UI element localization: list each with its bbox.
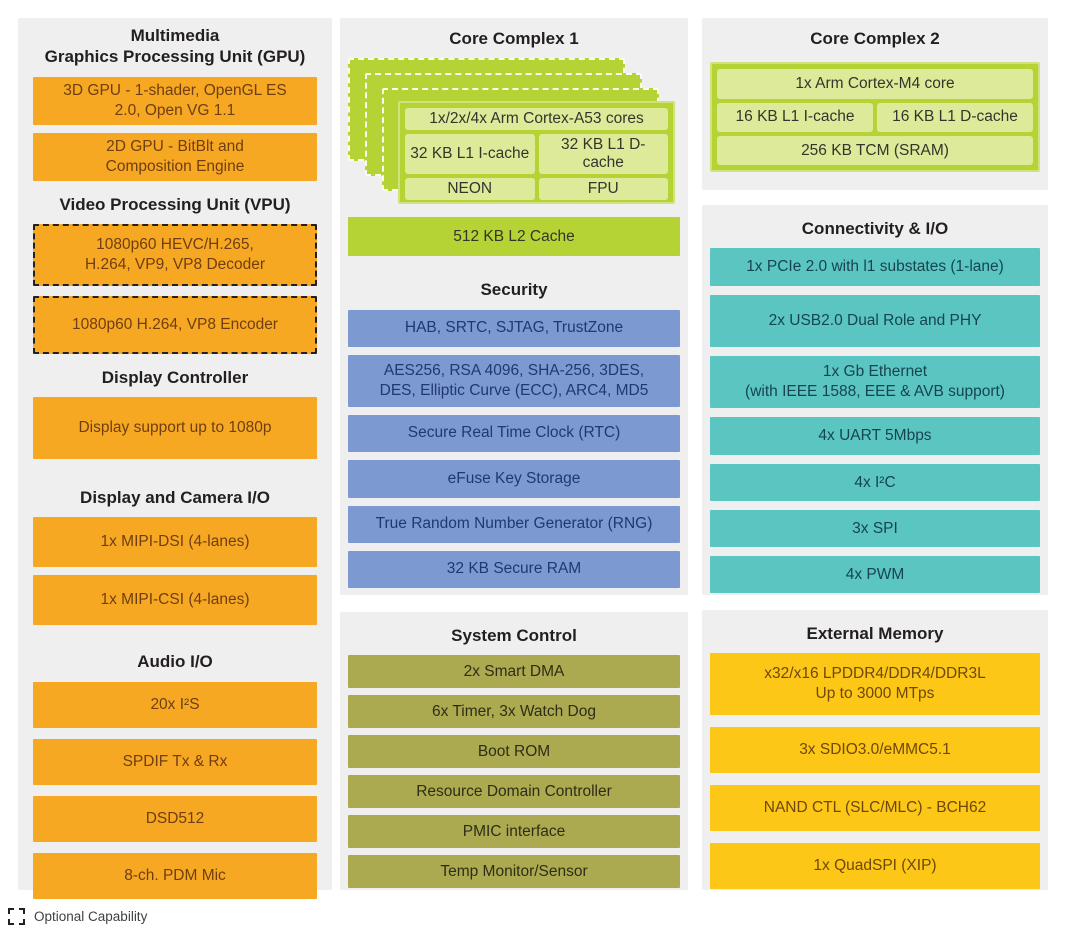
audio-io-blocks: 20x I²S SPDIF Tx & Rx DSD512 8-ch. PDM M… — [33, 681, 317, 899]
column-core1-security-syscontrol: Core Complex 1 1x/2x/4x Arm Cortex-A53 c… — [340, 18, 688, 890]
heading-security: Security — [480, 280, 548, 300]
security-blocks: HAB, SRTC, SJTAG, TrustZone AES256, RSA … — [348, 309, 680, 588]
block-pcie: 1x PCIe 2.0 with l1 substates (1-lane) — [710, 248, 1040, 287]
heading-vpu: Video Processing Unit (VPU) — [59, 194, 291, 214]
column-core2-connectivity-memory: Core Complex 2 1x Arm Cortex-M4 core 16 … — [702, 18, 1048, 890]
block-pwm: 4x PWM — [710, 556, 1040, 594]
block-quadspi: 1x QuadSPI (XIP) — [710, 843, 1040, 890]
block-3d-gpu: 3D GPU - 1-shader, OpenGL ES 2.0, Open V… — [33, 76, 317, 125]
core-complex-1-card: 1x/2x/4x Arm Cortex-A53 cores 32 KB L1 I… — [398, 101, 675, 205]
block-l2-cache: 512 KB L2 Cache — [348, 217, 680, 257]
block-video-decoder: 1080p60 HEVC/H.265, H.264, VP9, VP8 Deco… — [33, 223, 317, 286]
cell-cortex-a53-cores: 1x/2x/4x Arm Cortex-A53 cores — [405, 108, 668, 131]
heading-core-complex-1: Core Complex 1 — [449, 29, 579, 48]
block-crypto: AES256, RSA 4096, SHA-256, 3DES, DES, El… — [348, 354, 680, 407]
block-2d-gpu: 2D GPU - BitBlt and Composition Engine — [33, 132, 317, 181]
heading-core-complex-2: Core Complex 2 — [810, 29, 940, 48]
panel-core-complex-1-security: Core Complex 1 1x/2x/4x Arm Cortex-A53 c… — [340, 18, 688, 595]
heading-system-control: System Control — [451, 626, 577, 645]
vpu-blocks: 1080p60 HEVC/H.265, H.264, VP9, VP8 Deco… — [33, 223, 317, 354]
heading-display-controller: Display Controller — [101, 367, 249, 387]
block-resource-domain-controller: Resource Domain Controller — [348, 775, 680, 809]
legend-optional-capability: Optional Capability — [8, 908, 147, 925]
display-camera-io-blocks: 1x MIPI-DSI (4-lanes) 1x MIPI-CSI (4-lan… — [33, 517, 317, 626]
heading-external-memory: External Memory — [806, 624, 944, 643]
block-hab-srtc: HAB, SRTC, SJTAG, TrustZone — [348, 309, 680, 347]
core-card-row: 1x/2x/4x Arm Cortex-A53 cores — [405, 108, 668, 131]
panel-connectivity-io: Connectivity & I/O 1x PCIe 2.0 with l1 s… — [702, 205, 1048, 595]
cell-l1-dcache: 32 KB L1 D-cache — [538, 134, 668, 175]
cell-m4-dcache: 16 KB L1 D-cache — [877, 102, 1033, 132]
block-i2s: 20x I²S — [33, 681, 317, 728]
block-gb-ethernet: 1x Gb Ethernet (with IEEE 1588, EEE & AV… — [710, 356, 1040, 409]
block-spi: 3x SPI — [710, 510, 1040, 548]
block-dsd512: DSD512 — [33, 795, 317, 842]
block-timer-watchdog: 6x Timer, 3x Watch Dog — [348, 695, 680, 729]
block-lpddr4: x32/x16 LPDDR4/DDR4/DDR3L Up to 3000 MTp… — [710, 653, 1040, 716]
cell-neon: NEON — [405, 178, 535, 201]
column-multimedia: Multimedia Graphics Processing Unit (GPU… — [18, 18, 332, 899]
block-video-encoder: 1080p60 H.264, VP8 Encoder — [33, 295, 317, 354]
heading-connectivity-io: Connectivity & I/O — [801, 219, 949, 238]
panel-system-control: System Control 2x Smart DMA 6x Timer, 3x… — [340, 612, 688, 890]
core-complex-1-stack: 1x/2x/4x Arm Cortex-A53 cores 32 KB L1 I… — [348, 58, 680, 205]
cell-m4-icache: 16 KB L1 I-cache — [717, 102, 873, 132]
core-card-row: 16 KB L1 I-cache 16 KB L1 D-cache — [717, 102, 1033, 132]
display-controller-blocks: Display support up to 1080p — [33, 397, 317, 459]
block-pdm-mic: 8-ch. PDM Mic — [33, 852, 317, 899]
core-complex-2-card: 1x Arm Cortex-M4 core 16 KB L1 I-cache 1… — [710, 62, 1040, 173]
core-card-row: 32 KB L1 I-cache 32 KB L1 D-cache — [405, 134, 668, 175]
block-usb: 2x USB2.0 Dual Role and PHY — [710, 295, 1040, 348]
legend-label: Optional Capability — [34, 909, 148, 924]
heading-multimedia-gpu: Multimedia Graphics Processing Unit (GPU… — [44, 26, 306, 67]
block-smart-dma: 2x Smart DMA — [348, 655, 680, 689]
block-secure-ram: 32 KB Secure RAM — [348, 550, 680, 588]
block-rng: True Random Number Generator (RNG) — [348, 505, 680, 543]
block-secure-rtc: Secure Real Time Clock (RTC) — [348, 414, 680, 452]
panel-core-complex-2: Core Complex 2 1x Arm Cortex-M4 core 16 … — [702, 18, 1048, 190]
optional-capability-swatch-icon — [8, 908, 25, 925]
block-uart: 4x UART 5Mbps — [710, 417, 1040, 456]
gpu-blocks: 3D GPU - 1-shader, OpenGL ES 2.0, Open V… — [33, 76, 317, 181]
heading-audio-io: Audio I/O — [137, 652, 213, 672]
connectivity-blocks: 1x PCIe 2.0 with l1 substates (1-lane) 2… — [710, 248, 1040, 594]
block-pmic-interface: PMIC interface — [348, 815, 680, 849]
core-card-row: 1x Arm Cortex-M4 core — [717, 69, 1033, 99]
block-mipi-csi: 1x MIPI-CSI (4-lanes) — [33, 575, 317, 626]
heading-display-camera-io: Display and Camera I/O — [80, 488, 270, 507]
cell-l1-icache: 32 KB L1 I-cache — [405, 134, 535, 175]
block-boot-rom: Boot ROM — [348, 735, 680, 769]
cell-fpu: FPU — [538, 178, 668, 201]
block-spdif: SPDIF Tx & Rx — [33, 738, 317, 785]
core-card-row: 256 KB TCM (SRAM) — [717, 135, 1033, 166]
cell-tcm-sram: 256 KB TCM (SRAM) — [717, 135, 1033, 166]
block-display-support: Display support up to 1080p — [33, 397, 317, 459]
cell-cortex-m4-core: 1x Arm Cortex-M4 core — [717, 69, 1033, 99]
block-nand-ctl: NAND CTL (SLC/MLC) - BCH62 — [710, 785, 1040, 832]
block-temp-monitor: Temp Monitor/Sensor — [348, 855, 680, 889]
block-efuse: eFuse Key Storage — [348, 459, 680, 498]
system-control-blocks: 2x Smart DMA 6x Timer, 3x Watch Dog Boot… — [348, 655, 680, 889]
panel-multimedia: Multimedia Graphics Processing Unit (GPU… — [18, 18, 332, 899]
block-mipi-dsi: 1x MIPI-DSI (4-lanes) — [33, 517, 317, 568]
external-memory-blocks: x32/x16 LPDDR4/DDR4/DDR3L Up to 3000 MTp… — [710, 653, 1040, 890]
block-sdio-emmc: 3x SDIO3.0/eMMC5.1 — [710, 727, 1040, 774]
core-card-row: NEON FPU — [405, 178, 668, 201]
block-i2c: 4x I²C — [710, 464, 1040, 502]
panel-external-memory: External Memory x32/x16 LPDDR4/DDR4/DDR3… — [702, 610, 1048, 890]
